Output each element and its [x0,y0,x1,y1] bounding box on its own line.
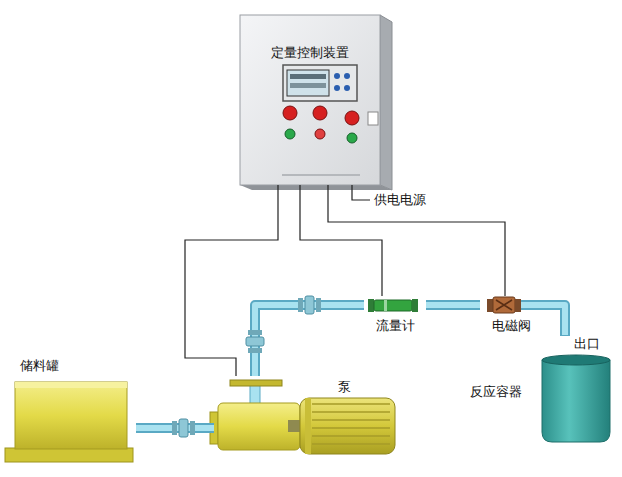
reaction-vessel-node: 反应容器 [468,352,614,444]
node-text: 储料罐 [20,358,59,374]
control-cabinet [240,15,392,190]
pipe-connector [426,305,480,306]
wire-connector [300,185,382,296]
outlet-label: 出口 [574,336,600,352]
node-text: 反应容器 [470,384,522,400]
node-text: 流量计 [376,318,415,334]
power-supply-label: 供电电源 [374,192,426,208]
pipe-connector [255,305,364,376]
pipe-fittings [172,296,321,437]
flow-meter [368,299,418,312]
edges [136,185,505,428]
reaction-vessel [542,355,610,442]
pump [210,380,395,454]
wire-connector [185,185,278,376]
solenoid-valve [487,297,521,313]
wire-connector [328,185,505,296]
flow-meter-node: 流量计 [364,296,426,342]
node-text: 泵 [338,379,351,395]
node-text: 电磁阀 [492,318,531,334]
storage-tank-node: 储料罐 [8,356,136,464]
node-text: 定量控制装置 [271,45,349,61]
power-wire [352,185,370,200]
storage-tank [5,382,133,462]
pump-node: 泵 [214,376,400,458]
control-device-box: 定量控制装置 [240,15,380,185]
solenoid-valve-node: 电磁阀 [480,296,542,342]
